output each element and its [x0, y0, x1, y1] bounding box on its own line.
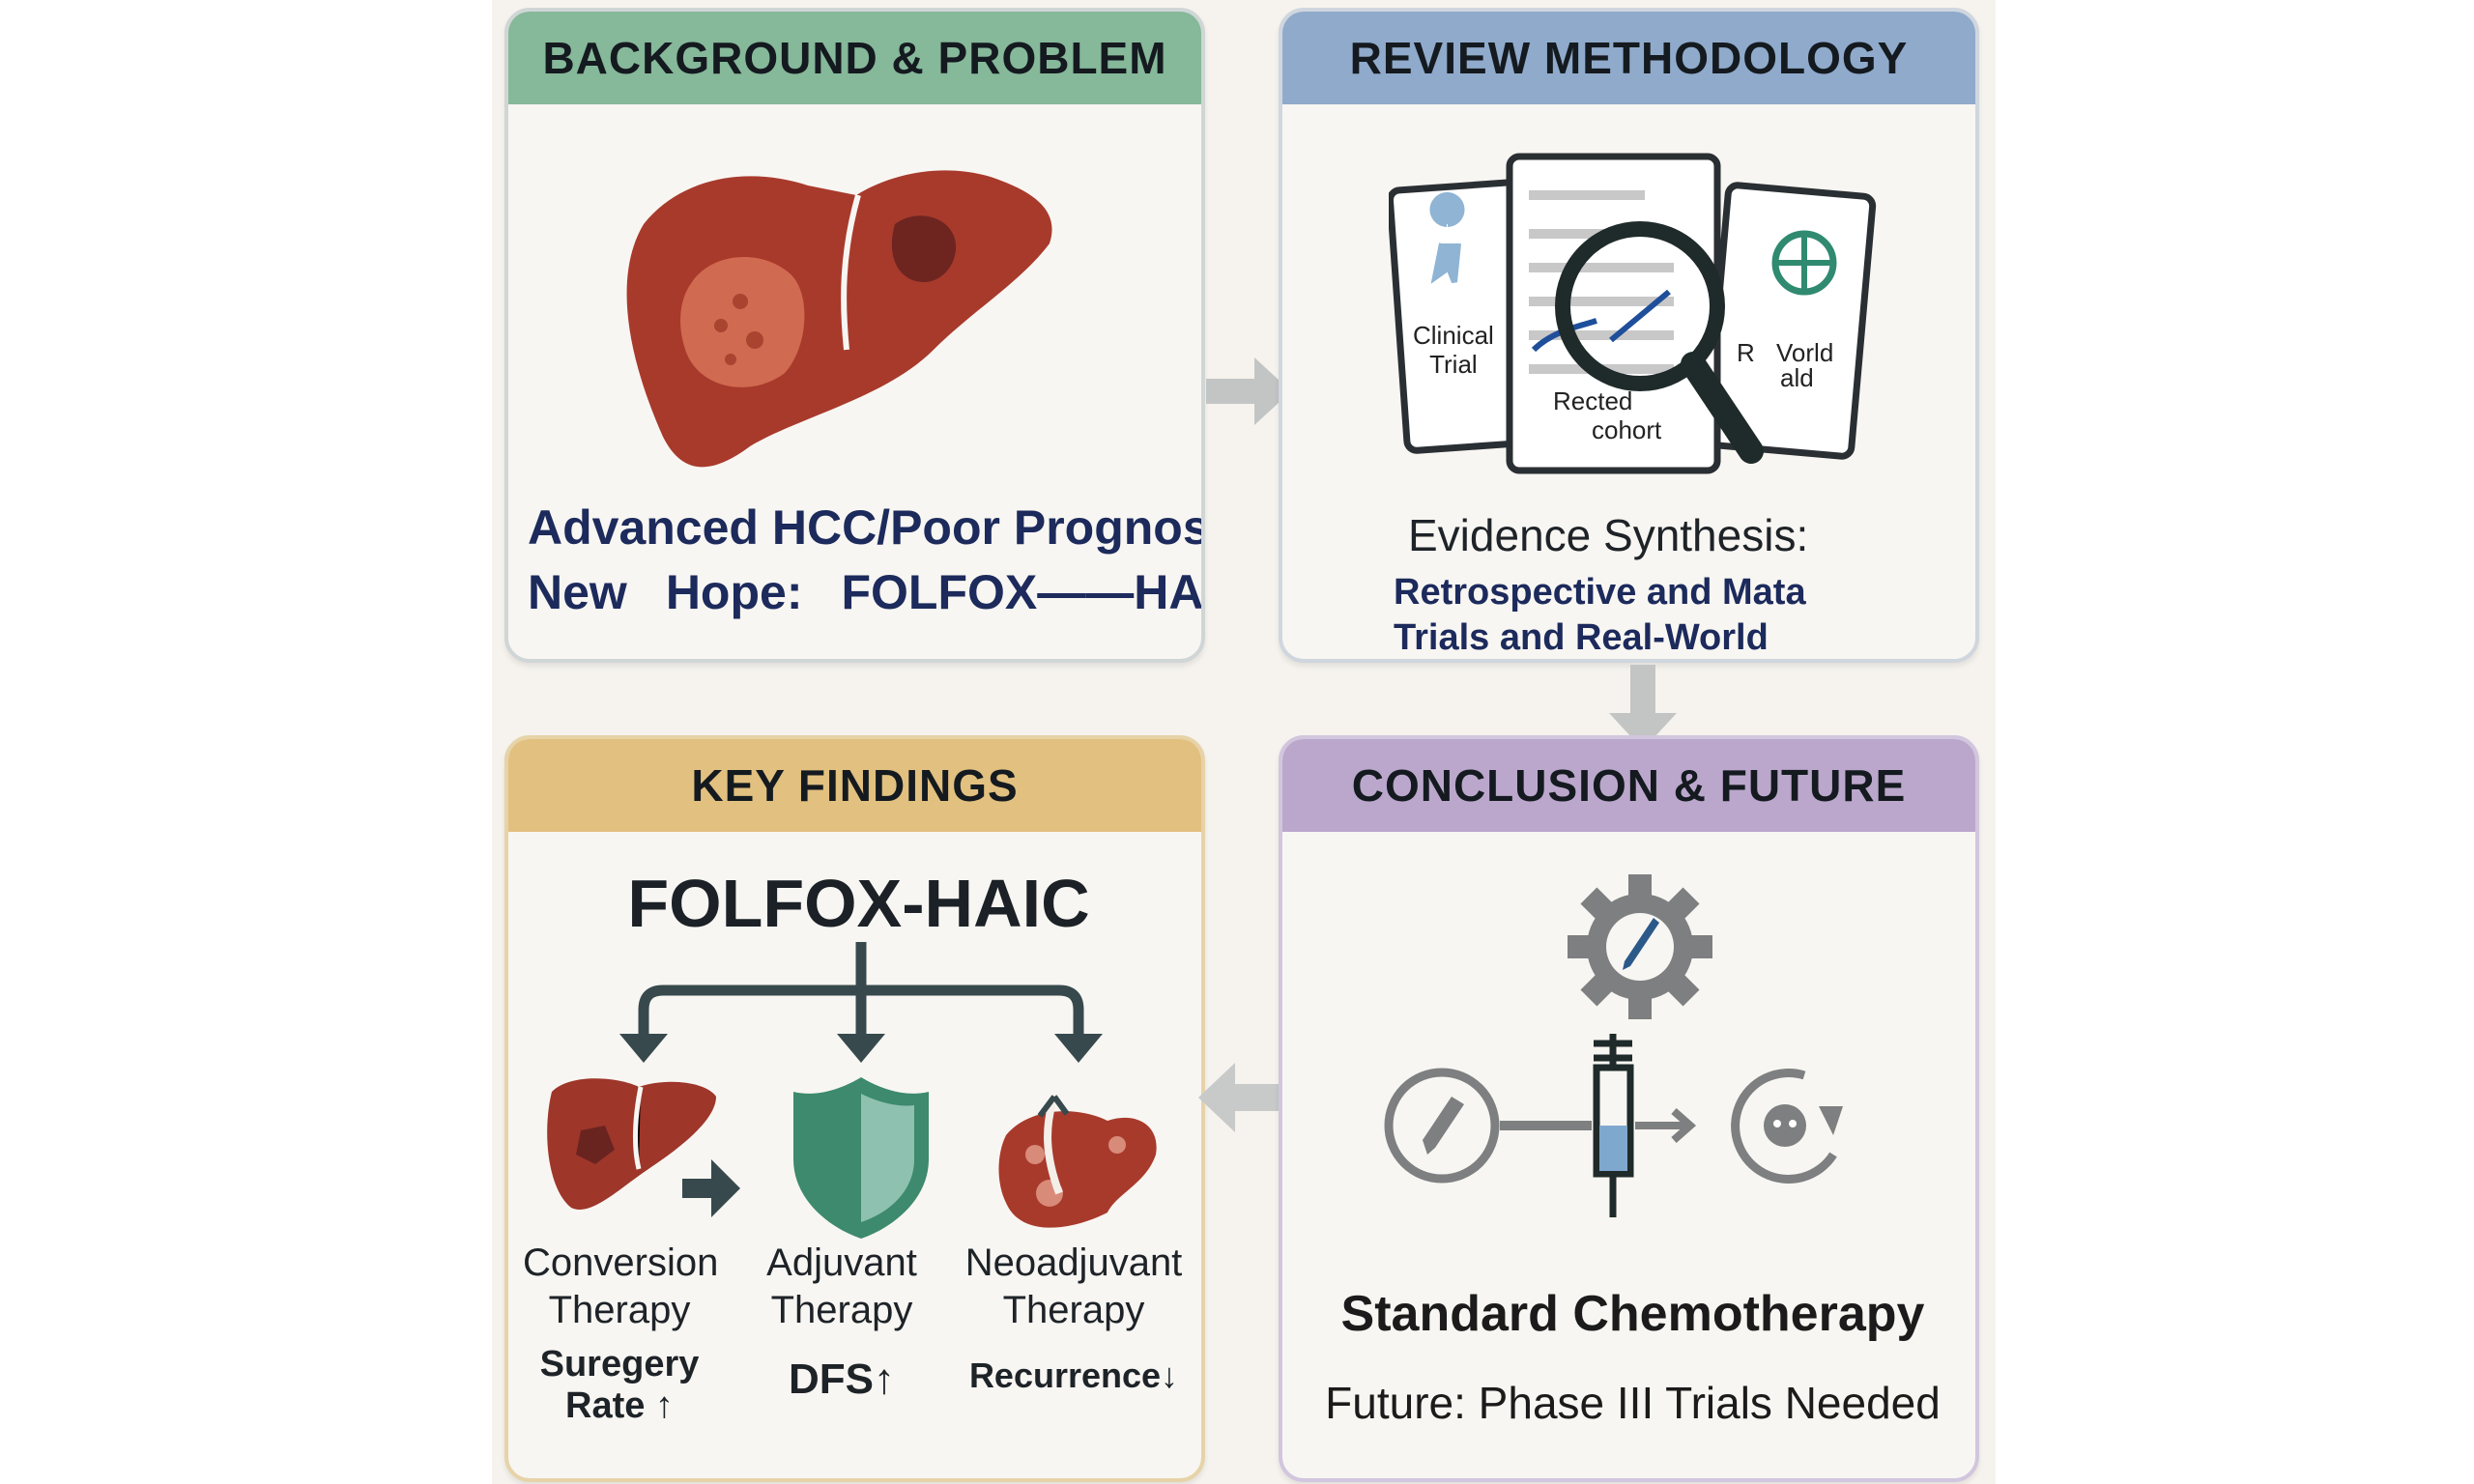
doc-right-r: R — [1737, 338, 1755, 367]
doc-center-line1: Rected — [1553, 386, 1633, 415]
finding-result: Suregery — [539, 1344, 700, 1384]
finding-adjuvant: Adjuvant Therapy DFS↑ — [755, 1241, 929, 1404]
future-trials: Future: Phase III Trials Needed — [1325, 1378, 1941, 1428]
doc-center-line2: cohort — [1592, 415, 1662, 444]
liver-neoadjuvant-icon — [998, 1095, 1157, 1228]
background-line-2: New Hope: FOLFOX——HAIC — [528, 564, 1204, 620]
evidence-synthesis-heading: Evidence Synthesis: — [1408, 510, 1809, 560]
finding-label: Conversion — [523, 1241, 719, 1284]
liver-conversion-icon — [547, 1078, 740, 1217]
workflow-icons — [1384, 1034, 1843, 1217]
line2-hope: Hope: — [665, 565, 803, 619]
finding-label: Therapy — [1002, 1289, 1145, 1331]
arrow-down-icon — [1609, 665, 1677, 750]
standard-chemotherapy: Standard Chemotherapy — [1340, 1286, 1925, 1342]
panel-header: CONCLUSION & FUTURE — [1282, 739, 1975, 832]
panel-key-findings: KEY FINDINGS FOLFOX-HAIC Conversion Ther… — [504, 735, 1205, 1482]
panel-conclusion-future: CONCLUSION & FUTURE Standard Chemotherap… — [1279, 735, 1979, 1482]
finding-conversion: Conversion Therapy Suregery Rate ↑ — [523, 1241, 719, 1427]
panel-header: BACKGROUND & PROBLEM — [508, 12, 1201, 104]
panel-header: KEY FINDINGS — [508, 739, 1201, 832]
line2-folfox-haic: FOLFOX——HAIC — [841, 565, 1204, 619]
arrow-right-icon — [1206, 357, 1291, 425]
shield-icon — [793, 1077, 929, 1239]
finding-result: DFS↑ — [789, 1356, 895, 1403]
folfox-haic-title: FOLFOX-HAIC — [627, 866, 1090, 941]
panel-background-problem: BACKGROUND & PROBLEM Advanced HCC/Poor P… — [504, 8, 1205, 663]
liver-illustration — [626, 170, 1052, 468]
gear-icon — [1568, 874, 1712, 1019]
doc-right-ald: ald — [1780, 363, 1814, 392]
finding-label: Neoadjuvant — [964, 1241, 1183, 1284]
finding-label: Adjuvant — [766, 1241, 917, 1284]
doc-left-line1: Clinical — [1413, 321, 1494, 350]
evidence-line-2: Trials and Real-World — [1394, 617, 1769, 658]
finding-label: Therapy — [548, 1289, 691, 1331]
doc-left-line2: Trial — [1429, 350, 1478, 379]
arrow-left-icon — [1198, 1063, 1283, 1132]
line2-new: New — [528, 565, 627, 619]
branch-arrows-icon — [619, 942, 1103, 1063]
background-line-1: Advanced HCC/Poor Prognosis — [528, 500, 1205, 555]
finding-result: Rate ↑ — [565, 1385, 674, 1426]
documents-magnifier-illustration — [1389, 153, 1877, 474]
finding-neoadjuvant: Neoadjuvant Therapy Recurrence↓ — [958, 1241, 1190, 1396]
finding-result: Recurrence↓ — [968, 1356, 1179, 1395]
doc-right-vorld: Vorld — [1776, 338, 1834, 367]
finding-label: Therapy — [770, 1289, 913, 1331]
evidence-line-1: Retrospective and Mata — [1394, 572, 1806, 613]
panel-header: REVIEW METHODOLOGY — [1282, 12, 1975, 104]
